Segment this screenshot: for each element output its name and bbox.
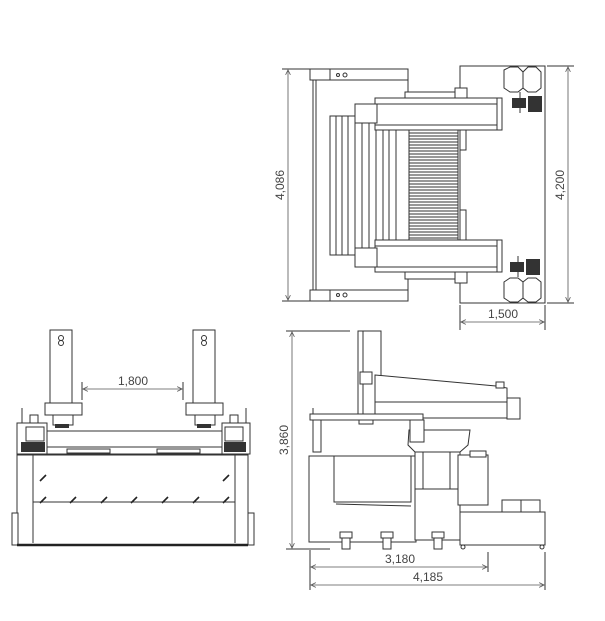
- left-control-box: [16, 408, 48, 455]
- bolt-icon: [69, 496, 77, 504]
- upper-beam: [354, 97, 503, 131]
- motor-box: [457, 454, 489, 506]
- filter-units-top: [503, 66, 542, 93]
- arm: [374, 374, 508, 419]
- bolt-icons: [39, 474, 230, 504]
- dim-label-4200: 4,200: [553, 170, 567, 200]
- bolt-icon: [222, 496, 230, 504]
- right-spindle-column: [185, 329, 224, 428]
- lower-beam: [354, 239, 503, 273]
- bolt-icon: [39, 474, 47, 482]
- leveling-feet: [339, 531, 445, 550]
- cross-beam: [46, 430, 223, 448]
- bolt-icon: [161, 496, 169, 504]
- dim-label-3860: 3,860: [277, 425, 291, 455]
- tank-box: [459, 511, 546, 546]
- machine-base: [11, 454, 255, 547]
- bolt-icon: [222, 474, 230, 482]
- motor-bottom-icon: [510, 256, 540, 277]
- bolt-icon: [130, 496, 138, 504]
- dim-label-1500: 1,500: [488, 307, 518, 321]
- dim-label-3180: 3,180: [385, 552, 415, 566]
- stacked-plates: [329, 115, 410, 256]
- top-bracket: [309, 68, 409, 81]
- center-block: [414, 451, 461, 541]
- front-view: 1,800 3,860: [11, 329, 350, 550]
- bolt-icon: [39, 496, 47, 504]
- top-view: 4,086 4,200 1,500: [273, 65, 574, 330]
- filter-units-bottom: [503, 277, 542, 303]
- bolt-icon: [192, 496, 200, 504]
- side-view: 3,180 4,185: [308, 330, 546, 590]
- left-spindle-column: [44, 329, 83, 428]
- bellows: [408, 129, 459, 241]
- dim-label-4185: 4,185: [413, 570, 443, 584]
- horizontal-arm: [309, 413, 424, 421]
- right-control-box: [221, 408, 251, 455]
- bottom-bracket: [309, 289, 409, 302]
- dim-label-1800: 1,800: [118, 374, 148, 388]
- dim-label-4086: 4,086: [273, 170, 287, 200]
- bolt-icon: [100, 496, 108, 504]
- motor-top-icon: [512, 92, 542, 113]
